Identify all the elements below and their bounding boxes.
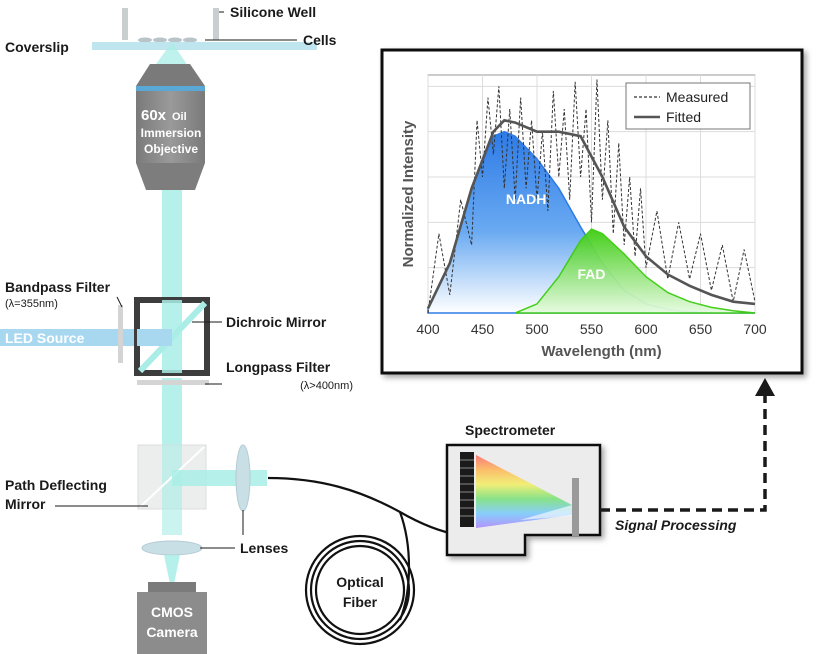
label-path-deflecting-2: Mirror [5, 496, 46, 512]
label-cmos-1: CMOS [151, 604, 193, 620]
label-lenses: Lenses [240, 540, 288, 556]
y-axis-label: Normalized Intensity [400, 120, 417, 267]
x-tick-label: 650 [689, 321, 713, 337]
label-objective-word: Objective [144, 142, 198, 156]
label-objective-immersion: Immersion [141, 126, 202, 140]
dichroic-mirror-plate [137, 300, 208, 374]
x-tick-label: 500 [525, 321, 549, 337]
lens-right [235, 444, 251, 512]
label-path-deflecting-1: Path Deflecting [5, 477, 107, 493]
signal-arrow-head [755, 378, 775, 396]
longpass-filter [137, 380, 209, 385]
leader-lines [55, 11, 297, 549]
label-spectrometer: Spectrometer [465, 422, 556, 438]
legend-box [625, 82, 751, 130]
label-dichroic-mirror: Dichroic Mirror [226, 314, 327, 330]
legend-label-fitted: Fitted [666, 109, 701, 125]
emission-beam-upper [162, 190, 182, 300]
label-optical-1: Optical [336, 574, 383, 590]
objective-lens [136, 64, 205, 190]
label-led-source: LED Source [5, 330, 85, 346]
label-coverslip: Coverslip [5, 39, 69, 55]
series-measured-line [427, 79, 756, 314]
lens-bottom [141, 540, 203, 556]
silicone-well [122, 8, 219, 40]
x-tick-label: 700 [743, 321, 767, 337]
label-objective-oil: Oil [172, 111, 187, 123]
coverslip [92, 42, 317, 50]
label-longpass-filter: Longpass Filter [226, 359, 331, 375]
label-cells: Cells [303, 32, 337, 48]
legend-label-measured: Measured [666, 89, 728, 105]
bandpass-filter [118, 305, 123, 363]
cmos-camera [137, 582, 207, 654]
label-optical-2: Fiber [343, 594, 378, 610]
area-label-nadh: NADH [506, 191, 546, 207]
label-cmos-2: Camera [146, 624, 198, 640]
emission-beam-lower [162, 378, 182, 448]
x-tick-label: 400 [416, 321, 440, 337]
led-beam [0, 329, 170, 346]
spectrum-fan [476, 455, 572, 528]
series-fitted-line [426, 118, 756, 310]
label-objective-mag: 60x [141, 107, 167, 124]
label-signal-processing: Signal Processing [615, 517, 737, 533]
area-label-fad: FAD [578, 266, 606, 282]
x-tick-label: 550 [580, 321, 604, 337]
x-tick-label: 600 [634, 321, 658, 337]
detector [572, 478, 579, 536]
label-longpass-wavelength: (λ>400nm) [300, 380, 353, 392]
grating-lines [460, 459, 474, 517]
x-tick-label: 450 [471, 321, 495, 337]
x-axis-label: Wavelength (nm) [541, 343, 661, 360]
label-silicone-well: Silicone Well [230, 4, 316, 20]
signal-arrow [600, 395, 767, 512]
label-bandpass-filter: Bandpass Filter [5, 279, 111, 295]
label-bandpass-wavelength: (λ=355nm) [5, 298, 58, 310]
series-fad-area [514, 228, 756, 314]
cells [138, 37, 197, 43]
